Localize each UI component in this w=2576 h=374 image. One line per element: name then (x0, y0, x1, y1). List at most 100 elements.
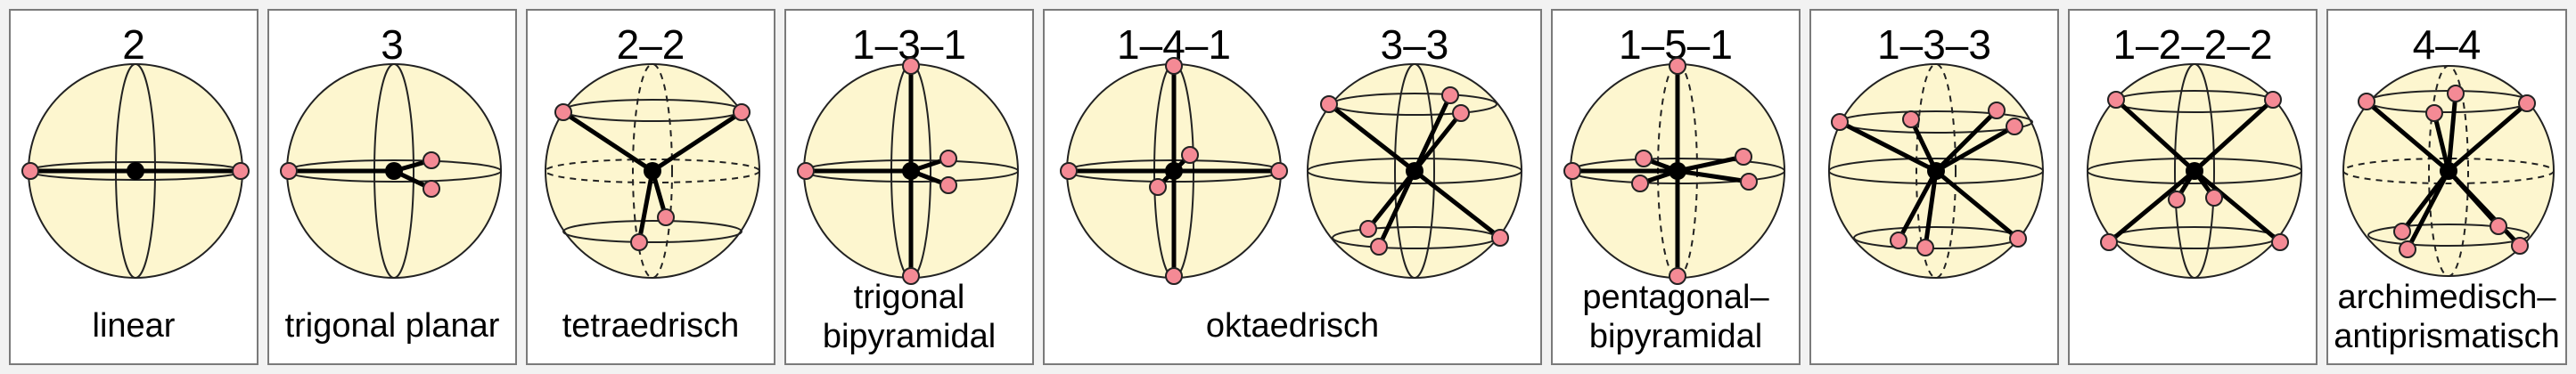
meridian-ring (2174, 63, 2215, 279)
equator-ring (2087, 158, 2302, 184)
ligand-atom (1631, 175, 1649, 192)
bond (1413, 111, 1463, 173)
ligand-atom (2006, 118, 2023, 135)
geometry-name: pentagonal– bipyramidal (1553, 278, 1799, 356)
bond (2446, 93, 2458, 172)
panel-trigonal-bipyramidal: 1–3–1 trigonal bipyramidal (784, 9, 1034, 365)
sphere-linear (21, 60, 250, 282)
geometry-name-line: antiprismatisch (2334, 318, 2560, 355)
sphere-trigonal-planar (280, 60, 505, 282)
bond (1934, 124, 2016, 174)
bond (1376, 169, 1417, 248)
ligand-atom (1181, 146, 1199, 164)
ligand-atom (657, 208, 675, 226)
ligand-atom (1060, 162, 1078, 180)
ligand-atom (1916, 239, 1934, 256)
ligand-atom (2490, 217, 2507, 235)
sphere-1-3-3 (1825, 60, 2047, 282)
formula-label: 2–2 (616, 21, 685, 68)
panel-pentagonal-bipyramidal: 1–5–1 pentagonal– bipyramidal (1551, 9, 1801, 365)
ligand-atom (1890, 232, 1907, 249)
ligand-atom (1669, 57, 1686, 75)
ligand-atom (2205, 189, 2223, 207)
geometry-name-line: trigonal (853, 279, 965, 316)
central-atom (1669, 162, 1686, 180)
ligand-atom (1452, 104, 1470, 122)
ligand-atom (1740, 173, 1758, 191)
ligand-atom (2447, 85, 2465, 102)
ligand-atom (2100, 233, 2118, 251)
ligand-atom (1491, 229, 1509, 247)
formula-label: 1–2–2–2 (2112, 21, 2273, 68)
ligand-atom (232, 162, 250, 180)
ligand-atom (1831, 113, 1849, 131)
ligand-atom (1735, 148, 1752, 166)
bond (2193, 169, 2282, 244)
sphere-tetrahedral (541, 60, 764, 282)
ligand-atom (2009, 230, 2027, 248)
ligand-atom (21, 162, 39, 180)
ligand-atom (2393, 223, 2411, 240)
ligand-atom (280, 162, 298, 180)
bond (1412, 94, 1453, 173)
panel-tetrahedral: 2–2 tetraedrisch (526, 9, 775, 365)
bond (2193, 98, 2275, 173)
ligand-atom (1370, 238, 1388, 256)
bond (2114, 98, 2196, 173)
sphere-octahedral-1-4-1 (1060, 57, 1288, 285)
ligand-atom (797, 162, 815, 180)
bond (1934, 169, 2020, 240)
ligand-atom (939, 150, 957, 167)
panel-linear: 2 linear (9, 9, 258, 365)
formula-label: 4–4 (2412, 21, 2482, 68)
geometry-name-line: pentagonal– (1582, 279, 1769, 316)
formula-label: 2 (122, 21, 145, 68)
geometry-name: trigonal bipyramidal (786, 278, 1032, 356)
panel-1-2-2-2: 1–2–2–2 (2068, 9, 2318, 365)
ligand-atom (1902, 110, 1920, 128)
ligand-atom (1320, 95, 1338, 113)
ligand-atom (422, 180, 440, 198)
ligand-atom (2518, 94, 2536, 112)
meridian-ring (632, 63, 673, 279)
bond (562, 110, 654, 174)
sphere-pentagonal-bipyramidal (1563, 57, 1789, 285)
ligand-atom (1165, 267, 1183, 285)
ligand-atom (630, 233, 648, 251)
ligand-atom (1669, 267, 1686, 285)
bond (636, 170, 655, 243)
ligand-atom (2511, 237, 2529, 255)
bond (2405, 169, 2451, 251)
ligand-atom (902, 267, 920, 285)
central-atom (2186, 162, 2203, 180)
geometry-name: archimedisch– antiprismatisch (2328, 278, 2565, 356)
ligand-atom (1165, 57, 1183, 75)
equator-ring (2342, 158, 2555, 184)
bond (1838, 119, 1938, 174)
central-atom (902, 162, 920, 180)
central-atom (644, 162, 661, 180)
ligand-atom (1270, 162, 1288, 180)
panel-octahedral: 1–4–1 3–3 (1043, 9, 1542, 365)
central-atom (127, 162, 144, 180)
bond (1327, 102, 1416, 173)
ligand-atom (1988, 102, 2006, 119)
ligand-atom (2358, 93, 2375, 110)
geometry-name: oktaedrisch (1205, 307, 1380, 345)
bond (1923, 170, 1939, 248)
central-atom (385, 162, 403, 180)
panel-capped-octahedral: 1–3–3 (1809, 9, 2059, 365)
meridian-ring (2428, 65, 2469, 277)
sphere-octahedral-3-3 (1303, 60, 1526, 282)
lower-ring (562, 220, 742, 243)
central-atom (1165, 162, 1183, 180)
bond (1896, 169, 1939, 242)
bond (1908, 118, 1939, 173)
ligand-atom (554, 103, 572, 121)
geometry-name: trigonal planar (284, 307, 500, 345)
ligand-atom (1441, 86, 1459, 104)
formula-label: 3–3 (1380, 21, 1449, 68)
bond (1677, 168, 1750, 184)
ligand-atom (902, 57, 920, 75)
panel-square-antiprismatic: 4–4 archimedisch– a (2326, 9, 2567, 365)
